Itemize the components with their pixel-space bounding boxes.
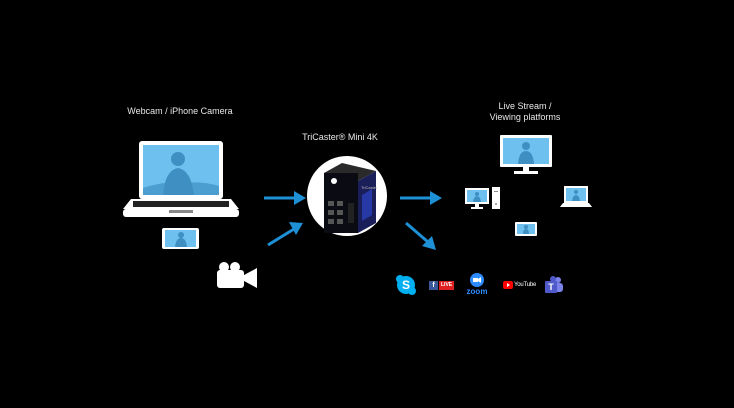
skype-icon: S xyxy=(396,275,416,295)
youtube-icon: YouTube xyxy=(503,280,536,290)
output-label: Live Stream / Viewing platforms xyxy=(470,101,580,123)
facebook-live-label: LIVE xyxy=(439,280,455,290)
laptop-icon xyxy=(123,141,239,217)
output-arrows xyxy=(400,191,442,250)
output-label-line2: Viewing platforms xyxy=(489,112,561,122)
output-label-line1: Live Stream / xyxy=(498,101,552,111)
zoom-label: zoom xyxy=(466,287,488,296)
facebook-live-icon: f LIVE xyxy=(429,280,455,290)
tricaster-icon: TriCaster xyxy=(306,155,388,237)
desktop-icon xyxy=(465,187,500,209)
phone-icon xyxy=(162,228,199,249)
device-badge: TriCaster xyxy=(361,185,378,190)
svg-text:T: T xyxy=(548,282,554,292)
laptop-small-icon xyxy=(560,186,592,207)
source-label: Webcam / iPhone Camera xyxy=(127,106,233,116)
teams-icon: T xyxy=(545,276,563,293)
svg-text:S: S xyxy=(402,278,410,292)
youtube-label: YouTube xyxy=(514,282,537,288)
video-camera-icon xyxy=(217,262,257,288)
zoom-icon: zoom xyxy=(462,273,492,297)
input-arrows xyxy=(264,191,306,247)
device-label: TriCaster® Mini 4K xyxy=(302,132,378,142)
monitor-icon xyxy=(500,135,552,174)
tablet-icon xyxy=(515,222,537,236)
